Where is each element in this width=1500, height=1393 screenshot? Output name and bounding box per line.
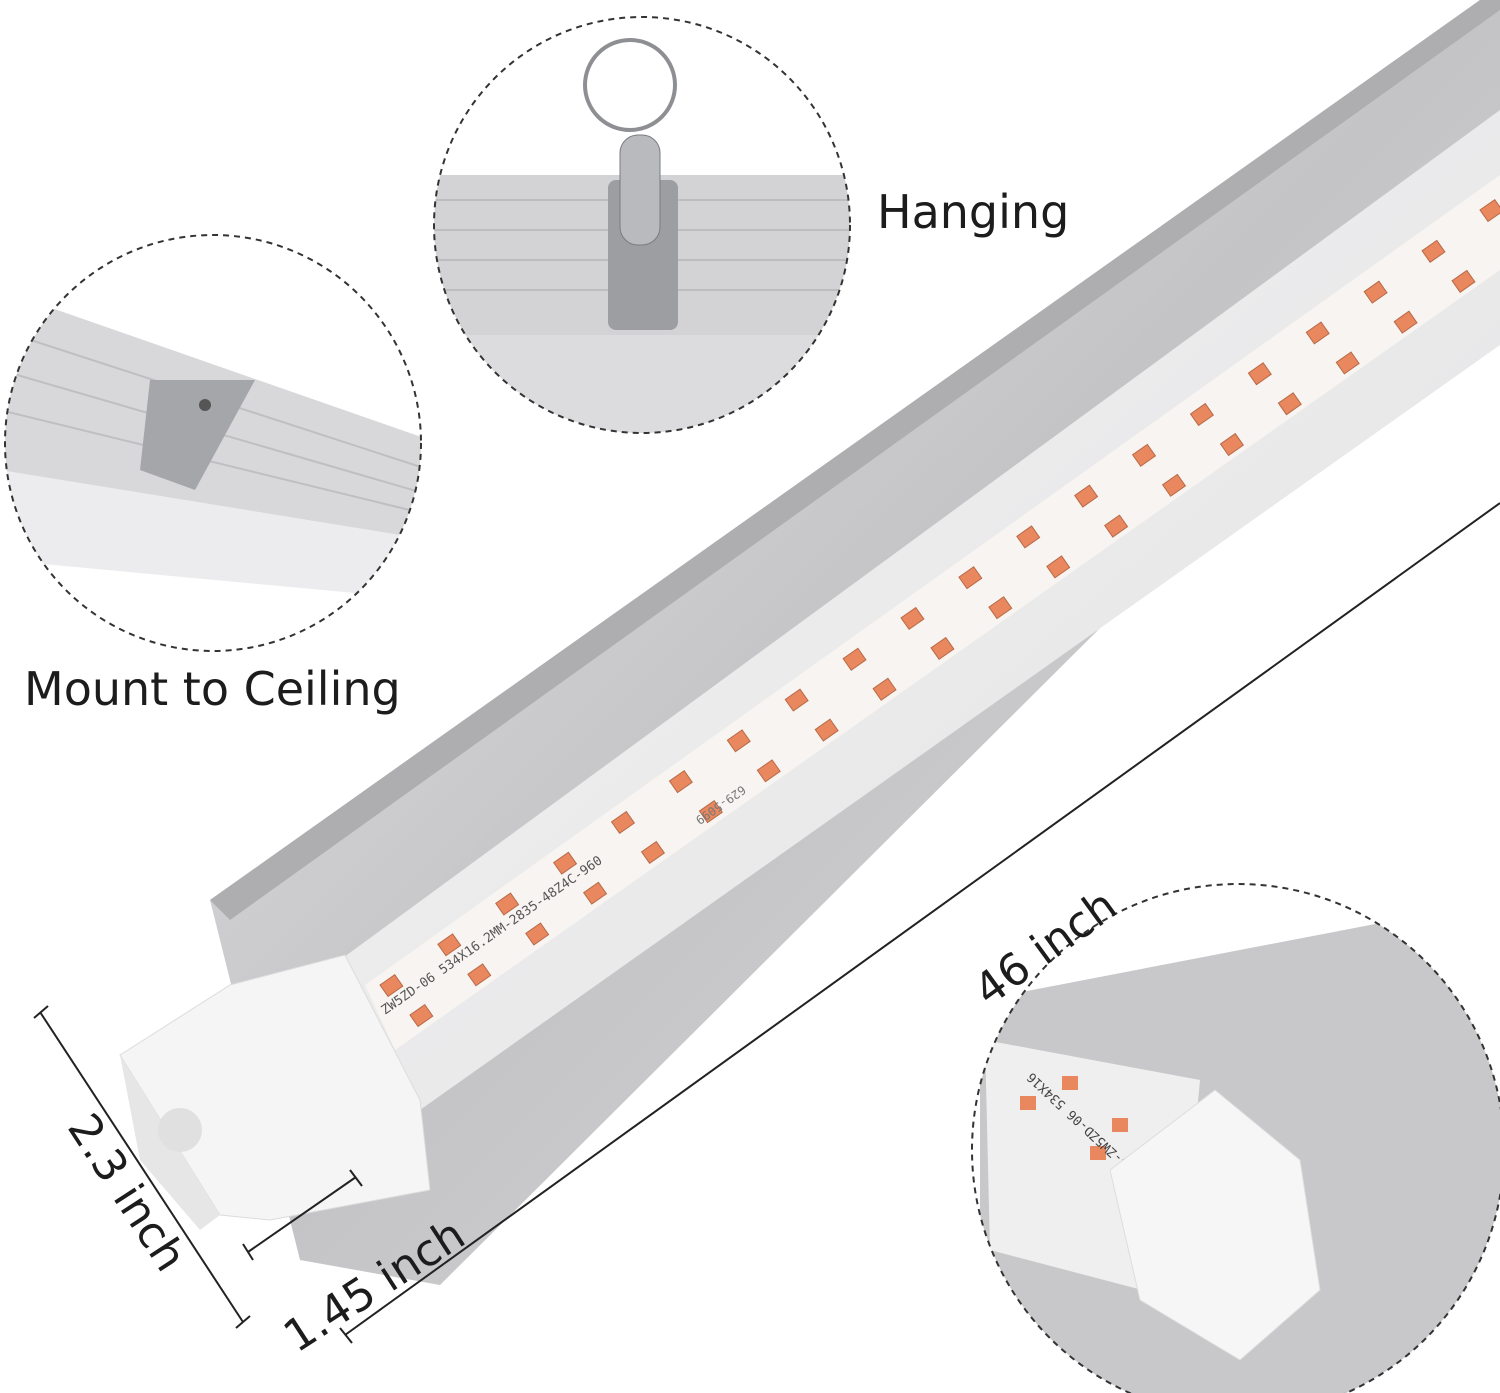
led-chip [726,729,751,753]
led-chip [1451,269,1476,293]
reflector-lip [210,0,1500,920]
dimension-lines [33,502,1500,1344]
led-chip [668,770,693,794]
led-chip [1104,514,1129,538]
led-chip [1277,392,1302,416]
led-chip [1046,555,1071,579]
led-chip [610,810,636,835]
led-chip [900,606,925,631]
led-chip [1131,443,1157,467]
led-chip [930,636,955,661]
label-mount-to-ceiling: Mount to Ceiling [24,662,401,716]
led-chip [640,840,666,865]
led-chip [495,892,520,916]
led-chip [437,933,462,957]
mount-detail [5,235,421,651]
led-chip [814,718,839,742]
led-chip [842,647,867,671]
led-chip [379,973,404,998]
led-chip [582,881,608,905]
hanging-detail [434,17,850,433]
led-chip [958,566,983,590]
led-chip [1016,525,1041,549]
led-chip [698,800,723,824]
end-cap [119,954,431,1221]
dashed-circle [4,234,422,652]
led-chip [1161,473,1187,497]
led-chip [1363,280,1388,304]
led-chip [1479,198,1500,223]
pcb [365,175,1500,1050]
led-chip [1335,351,1360,375]
led-chip [1189,402,1214,427]
label-hanging: Hanging [877,185,1070,239]
led-chip [988,596,1013,620]
led-chip [467,963,492,987]
led-chip [1305,321,1330,345]
led-chip [1393,310,1418,334]
led-chip [756,759,781,783]
led-chip [552,851,578,875]
led-strip [379,198,1500,1028]
led-chip [1247,362,1272,386]
led-chip [1219,432,1244,457]
led-chip [1074,484,1099,508]
led-chip [872,677,897,701]
dashed-circle [433,16,851,434]
led-chip [1421,239,1446,263]
led-chip [409,1003,434,1028]
led-chip [784,688,809,712]
end-cap-detail: G8-ZW5ZD-06 534X16 [972,884,1500,1393]
led-chip [525,922,550,946]
